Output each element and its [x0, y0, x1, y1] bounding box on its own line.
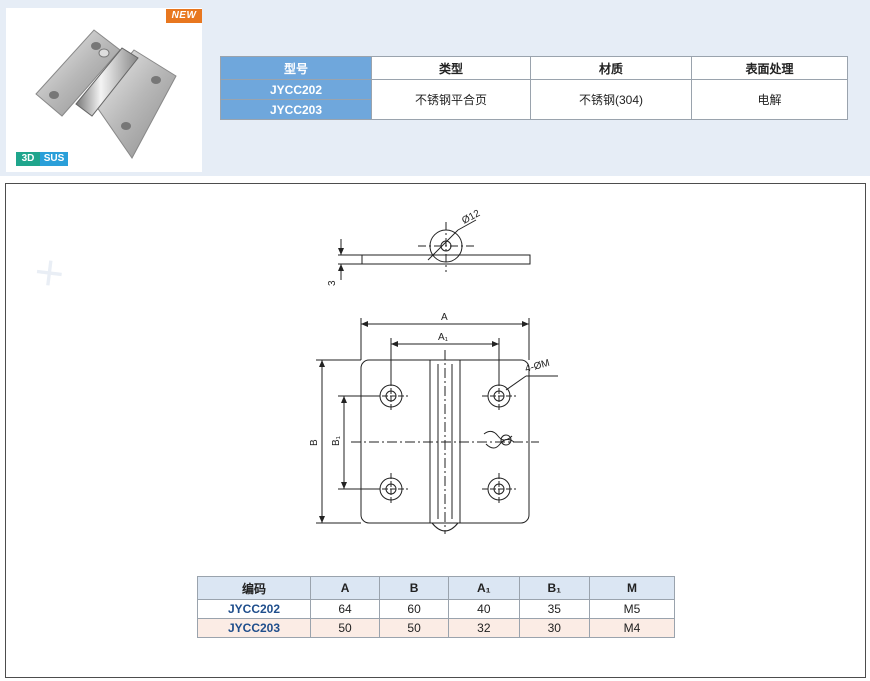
new-badge: NEW: [166, 9, 202, 23]
dim-dia12-label: Ø12: [460, 208, 482, 227]
dims-header-b1: B₁: [518, 576, 590, 600]
technical-drawing: Ø12 3 A A₁ 4-ØM B B₁: [309, 208, 558, 534]
hinge-product-photo: [35, 29, 177, 159]
dims-cell: 35: [518, 599, 590, 619]
dims-cell: 64: [309, 599, 381, 619]
dims-header-code: 编码: [197, 576, 311, 600]
spec-material: 不锈钢(304): [530, 79, 692, 120]
dims-header-row: 编码 A B A₁ B₁ M: [197, 576, 676, 600]
spec-header-material: 材质: [530, 56, 692, 80]
spec-finish: 电解: [691, 79, 848, 120]
sus-tag[interactable]: SUS: [40, 152, 68, 166]
dim-holes-label: 4-ØM: [524, 358, 551, 375]
spec-header-row: 型号 类型 材质 表面处理: [220, 56, 848, 80]
dim-a1-label: A₁: [438, 332, 449, 343]
dims-cell: 32: [448, 618, 520, 638]
dims-cell: 40: [448, 599, 520, 619]
dims-cell: 50: [309, 618, 381, 638]
dims-cell: M4: [588, 618, 676, 638]
dims-header-a1: A₁: [448, 576, 520, 600]
spec-type: 不锈钢平合页: [371, 79, 531, 120]
dim-a-label: A: [441, 312, 448, 323]
dims-cell: 30: [518, 618, 590, 638]
brand-logo-mark: [483, 430, 515, 449]
dims-header-b: B: [379, 576, 450, 600]
spec-row: JYCC202 不锈钢平合页 不锈钢(304) 电解: [220, 79, 848, 120]
dims-code[interactable]: JYCC203: [197, 618, 311, 638]
dim-thickness-label: 3: [327, 280, 338, 286]
spec-header-finish: 表面处理: [691, 56, 848, 80]
spec-model-2[interactable]: JYCC203: [220, 99, 372, 120]
product-photo-box: [6, 8, 202, 172]
dims-header-m: M: [588, 576, 676, 600]
spec-header-model: 型号: [220, 56, 372, 80]
dims-cell: 60: [379, 599, 450, 619]
3d-tag[interactable]: 3D: [16, 152, 40, 166]
table-row: JYCC203 50 50 32 30 M4: [197, 618, 676, 638]
dims-cell: 50: [379, 618, 450, 638]
dimensions-table: 编码 A B A₁ B₁ M JYCC202 64 60 40 35 M5 JY…: [197, 576, 676, 638]
table-row: JYCC202 64 60 40 35 M5: [197, 599, 676, 619]
dim-b1-label: B₁: [331, 435, 342, 446]
spec-model-1[interactable]: JYCC202: [220, 79, 372, 100]
dims-header-a: A: [309, 576, 381, 600]
spec-table: 型号 类型 材质 表面处理 JYCC202 不锈钢平合页 不锈钢(304) 电解…: [220, 56, 848, 120]
spec-header-type: 类型: [371, 56, 531, 80]
dims-cell: M5: [588, 599, 676, 619]
spec-row: JYCC203: [220, 99, 848, 120]
dim-b-label: B: [309, 439, 320, 446]
dims-code[interactable]: JYCC202: [197, 599, 311, 619]
